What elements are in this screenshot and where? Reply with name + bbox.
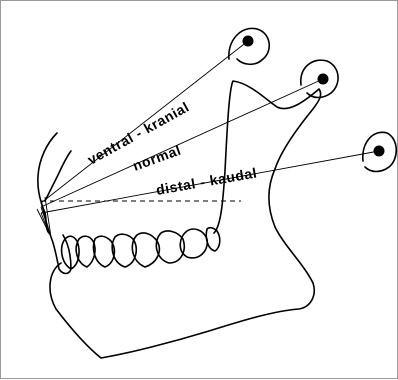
mandible-outline (50, 81, 321, 358)
lower-teeth (62, 228, 220, 269)
lower-lip-outline (45, 151, 71, 201)
label-normal: normal (131, 142, 184, 174)
projection-lines (37, 41, 379, 237)
condyle-distal-kaudal (363, 132, 396, 171)
condyle-ventral-kranial (229, 28, 269, 64)
label-distal-kaudal: distal - kaudal (155, 164, 259, 198)
condyle-normal (301, 60, 338, 97)
